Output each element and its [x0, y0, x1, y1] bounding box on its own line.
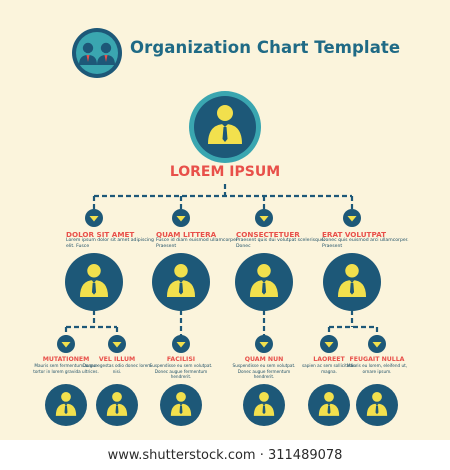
level2-node-4 [323, 253, 381, 311]
level3-marker-6 [368, 335, 386, 353]
level3-marker-3 [172, 335, 190, 353]
level3-node-2 [96, 384, 138, 426]
level3-node-4 [243, 384, 285, 426]
level2-marker-4 [343, 209, 361, 227]
level2-desc-1: Lorem ipsum dolor sit amet adipiscing el… [66, 238, 154, 250]
top-node-title: LOREM IPSUM [169, 164, 281, 180]
level2-title-4: ERAT VOLUTPAT [322, 230, 386, 239]
level2-title-2: QUAM LITTERA [156, 230, 217, 239]
person-icon [79, 264, 109, 297]
person-icon [55, 391, 77, 416]
level2-desc-4: Donec quis euismod arci ullamcorper. Pra… [322, 238, 409, 250]
person-icon [337, 264, 367, 297]
level3-node-5 [308, 384, 350, 426]
person-icon [253, 391, 275, 416]
level3-node-1 [45, 384, 87, 426]
level2-marker-3 [255, 209, 273, 227]
top-node [189, 91, 261, 163]
level3-desc-4: Suspendisse eu sem volutpat. Donec augue… [232, 363, 296, 380]
level2-desc-3: Praesent quis dui volutpat scelerisque. … [236, 238, 326, 250]
level2-desc-2: Fusce id diam euismod ullamcorper. Praes… [156, 238, 239, 250]
level3-desc-1: Mauris sem fermentum augue tortor in lor… [33, 363, 99, 374]
level3-title-6: FEUGAIT NULLA [349, 356, 405, 363]
person-icon [249, 264, 279, 297]
person-icon [170, 391, 192, 416]
person-icon [366, 391, 388, 416]
level2-marker-1 [85, 209, 103, 227]
level2-node-2 [152, 253, 210, 311]
level3-title-3: FACILISI [166, 356, 196, 363]
level3-desc-3: Suspendisse eu sem volutpat. Donec augue… [149, 363, 213, 380]
level3-desc-5: sapien ac sem sollicitudin magna. [302, 363, 356, 374]
level3-desc-2: Donec egestas odio donec lorem nisi. [82, 363, 152, 374]
level2-node-1 [65, 253, 123, 311]
level3-node-3 [160, 384, 202, 426]
level3-title-1: MUTATIONEM [42, 356, 90, 363]
watermark-text: www.shutterstock.com · 311489078 [107, 448, 343, 463]
level3-title-2: VEL ILLUM [98, 356, 136, 363]
level3-marker-2 [108, 335, 126, 353]
page-title: Organization Chart Template [130, 38, 401, 57]
level3-title-4: QUAM NUN [244, 356, 284, 363]
level3-marker-5 [320, 335, 338, 353]
level3-marker-1 [57, 335, 75, 353]
person-icon [318, 391, 340, 416]
person-icon [106, 391, 128, 416]
watermark-bar [0, 440, 450, 470]
person-icon [166, 264, 196, 297]
team-icon [72, 28, 122, 78]
level3-title-5: LAOREET [313, 356, 345, 363]
level2-node-3 [235, 253, 293, 311]
level2-title-3: CONSECTETUER [236, 230, 300, 239]
level3-node-6 [356, 384, 398, 426]
person-icon [208, 105, 242, 144]
level3-marker-4 [255, 335, 273, 353]
level2-title-1: DOLOR SIT AMET [66, 230, 135, 239]
level2-marker-2 [172, 209, 190, 227]
level3-desc-6: Mauris eu lorem, eleifend ut, ornare ips… [346, 363, 408, 374]
